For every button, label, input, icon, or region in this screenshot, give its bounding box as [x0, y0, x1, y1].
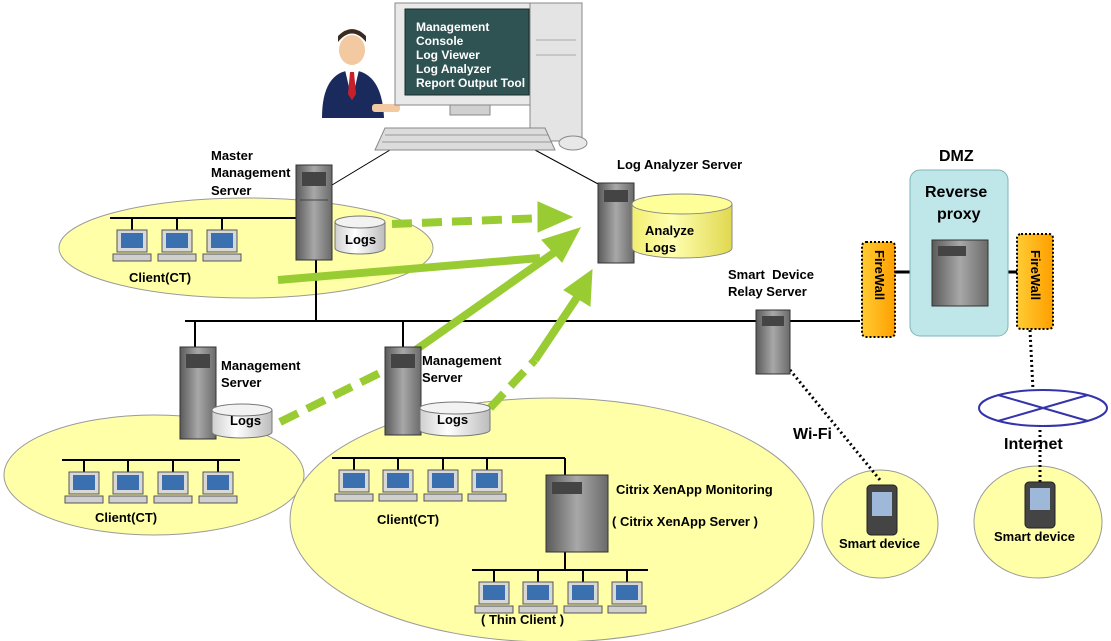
client-pc-center-icon [423, 458, 463, 502]
client-pc-master-icon [202, 218, 242, 262]
client-pc-left-icon [198, 460, 238, 504]
keyboard-icon [374, 127, 588, 151]
thin-client-pc-icon [518, 570, 558, 614]
dmz-zone [909, 169, 1009, 337]
server-relay [755, 309, 791, 375]
smart-device-icon-internet [1024, 481, 1056, 529]
server-log-analyzer [597, 182, 635, 264]
master-server-label: Management [211, 165, 291, 180]
server-citrix [545, 474, 609, 553]
client-label-center: Client(CT) [377, 512, 440, 527]
citrix-server-label: ( Citrix XenApp Server ) [612, 514, 758, 529]
analyze-logs-cylinder [631, 193, 733, 259]
smart-device-icon-wifi [866, 484, 898, 536]
relay-server-label: Relay Server [728, 284, 807, 299]
logs-label-center: Logs [437, 412, 469, 427]
firewall-left [861, 241, 896, 338]
client-pc-center-icon [378, 458, 418, 502]
monitor-line: Report Output Tool [416, 76, 526, 90]
server-management-center [384, 346, 422, 436]
operator-icon [322, 29, 400, 118]
thin-client-label: ( Thin Client ) [481, 612, 565, 627]
logs-label-left: Logs [230, 413, 262, 428]
client-pcs [64, 218, 647, 614]
thin-client-pc-icon [607, 570, 647, 614]
monitor-line: Management [416, 20, 490, 34]
citrix-monitoring-label: Citrix XenApp Monitoring [616, 482, 773, 497]
smart-device-label-internet: Smart device [994, 529, 1075, 544]
client-pc-left-icon [108, 460, 148, 504]
management-server-label-left: Management [221, 358, 301, 373]
thin-client-pc-icon [563, 570, 603, 614]
smart-device-label-wifi: Smart device [839, 536, 920, 551]
logs-label-master: Logs [345, 232, 377, 247]
server-management-left [179, 346, 217, 440]
wifi-label: Wi-Fi [793, 426, 832, 443]
client-pc-master-icon [112, 218, 152, 262]
monitor-line: Log Analyzer [416, 62, 491, 76]
client-pc-center-icon [467, 458, 507, 502]
logs-cylinder-left [211, 403, 273, 439]
client-pc-left-icon [64, 460, 104, 504]
analyze-logs-label: Analyze [645, 223, 695, 238]
monitor-line: Log Viewer [416, 48, 480, 62]
firewall-right [1016, 233, 1054, 330]
client-label-left: Client(CT) [95, 510, 158, 525]
monitor-line: Console [416, 34, 464, 48]
management-server-label-center: Server [422, 370, 463, 385]
client-pc-master-icon [157, 218, 197, 262]
master-server-label: Server [211, 183, 252, 198]
firewall-label-left: FireWall [872, 250, 887, 301]
thin-client-pc-icon [474, 570, 514, 614]
reverse-proxy-label: Reverse [925, 184, 988, 201]
internet-icon [978, 389, 1108, 427]
logs-cylinder-center [419, 401, 491, 437]
analyze-logs-label: Logs [645, 240, 677, 255]
relay-server-label: Smart Device [728, 267, 814, 282]
zone-management-left [3, 414, 305, 536]
master-server-label: Master [211, 148, 253, 163]
client-pc-left-icon [153, 460, 193, 504]
client-label-master: Client(CT) [129, 270, 192, 285]
log-analyzer-server-label: Log Analyzer Server [617, 157, 743, 172]
server-master [295, 164, 333, 261]
management-server-label-left: Server [221, 375, 262, 390]
management-server-label-center: Management [422, 353, 502, 368]
dmz-label: DMZ [939, 148, 974, 165]
logs-cylinder-master [334, 215, 386, 255]
client-pc-center-icon [334, 458, 374, 502]
internet-label: Internet [1004, 436, 1063, 453]
console-workstation [322, 2, 588, 151]
firewall-label-right: FireWall [1028, 250, 1043, 301]
monitor-icon [394, 2, 583, 142]
reverse-proxy-label: proxy [937, 206, 981, 223]
